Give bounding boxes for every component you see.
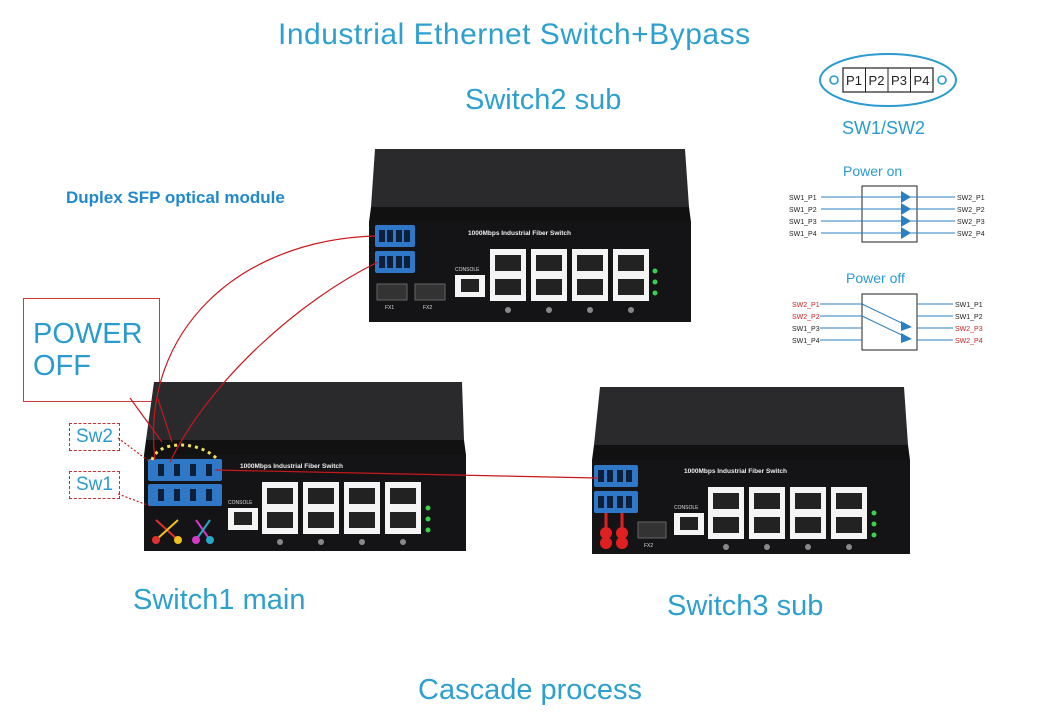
port-p4-label: P4 (914, 73, 930, 88)
cascade-caption: Cascade process (418, 674, 643, 706)
switch3-model-label: 1000Mbps Industrial Fiber Switch (684, 468, 787, 475)
sw1-sw2-label: SW1/SW2 (842, 118, 926, 138)
power-on-right-2: SW2_P2 (957, 207, 985, 214)
power-on-left-4: SW1_P4 (789, 231, 817, 238)
power-on-title: Power on (843, 163, 903, 179)
switch2-fx1-label: FX1 (385, 305, 394, 311)
switch2-sfp-modules (375, 225, 415, 273)
power-on-right-1: SW2_P1 (957, 195, 985, 202)
switch2-model-label: 1000Mbps Industrial Fiber Switch (468, 230, 571, 237)
power-off-left-1: SW2_P1 (792, 302, 820, 309)
power-off-line1: POWER (33, 318, 143, 350)
switch3-fx2-label: FX2 (644, 543, 653, 549)
switch2-caption: Switch2 sub (465, 84, 622, 116)
port-p3-label: P3 (891, 73, 907, 88)
power-off-left-2: SW2_P2 (792, 314, 820, 321)
switch3-caption: Switch3 sub (667, 590, 824, 622)
power-on-right-3: SW2_P3 (957, 219, 985, 226)
page-title: Industrial Ethernet Switch+Bypass (278, 18, 751, 51)
power-on-right-4: SW2_P4 (957, 231, 985, 238)
power-off-callout: POWER OFF (33, 318, 143, 382)
switch2-device: FX1 FX2 1000Mbps Industrial Fiber Switch… (369, 149, 691, 322)
duplex-sfp-label: Duplex SFP optical module (66, 188, 285, 207)
sw1-label: Sw1 (69, 471, 120, 499)
switch1-sfp-modules (148, 459, 222, 506)
power-off-right-2: SW1_P2 (955, 314, 983, 321)
switch1-device: 1000Mbps Industrial Fiber Switch CONSOLE (144, 382, 466, 551)
switch1-console-label: CONSOLE (228, 500, 253, 506)
power-off-right-1: SW1_P1 (955, 302, 983, 309)
fiber-connector-diagram: P1 P2 P3 P4 (819, 53, 957, 107)
power-off-diagram: SW2_P1 SW2_P2 SW1_P3 SW1_P4 SW1_P1 SW1_P… (792, 293, 983, 351)
switch1-model-label: 1000Mbps Industrial Fiber Switch (240, 463, 343, 470)
power-off-left-3: SW1_P3 (792, 326, 820, 333)
power-on-left-1: SW1_P1 (789, 195, 817, 202)
switch2-fx2-label: FX2 (423, 305, 432, 311)
switch3-device: FX2 1000Mbps Industrial Fiber Switch CON… (592, 387, 910, 554)
power-off-left-4: SW1_P4 (792, 338, 820, 345)
switch3-console-label: CONSOLE (674, 505, 699, 511)
power-on-diagram: SW1_P1 SW1_P2 SW1_P3 SW1_P4 SW2_P1 SW2_P… (789, 185, 985, 243)
power-off-right-3: SW2_P3 (955, 326, 983, 333)
power-off-right-4: SW2_P4 (955, 338, 983, 345)
power-off-line2: OFF (33, 350, 91, 382)
switch2-console-label: CONSOLE (455, 267, 480, 273)
port-p2-label: P2 (869, 73, 885, 88)
power-on-left-2: SW1_P2 (789, 207, 817, 214)
power-on-left-3: SW1_P3 (789, 219, 817, 226)
power-off-title: Power off (846, 270, 905, 286)
sw2-label: Sw2 (69, 423, 120, 451)
port-p1-label: P1 (846, 73, 862, 88)
switch1-caption: Switch1 main (133, 584, 306, 616)
